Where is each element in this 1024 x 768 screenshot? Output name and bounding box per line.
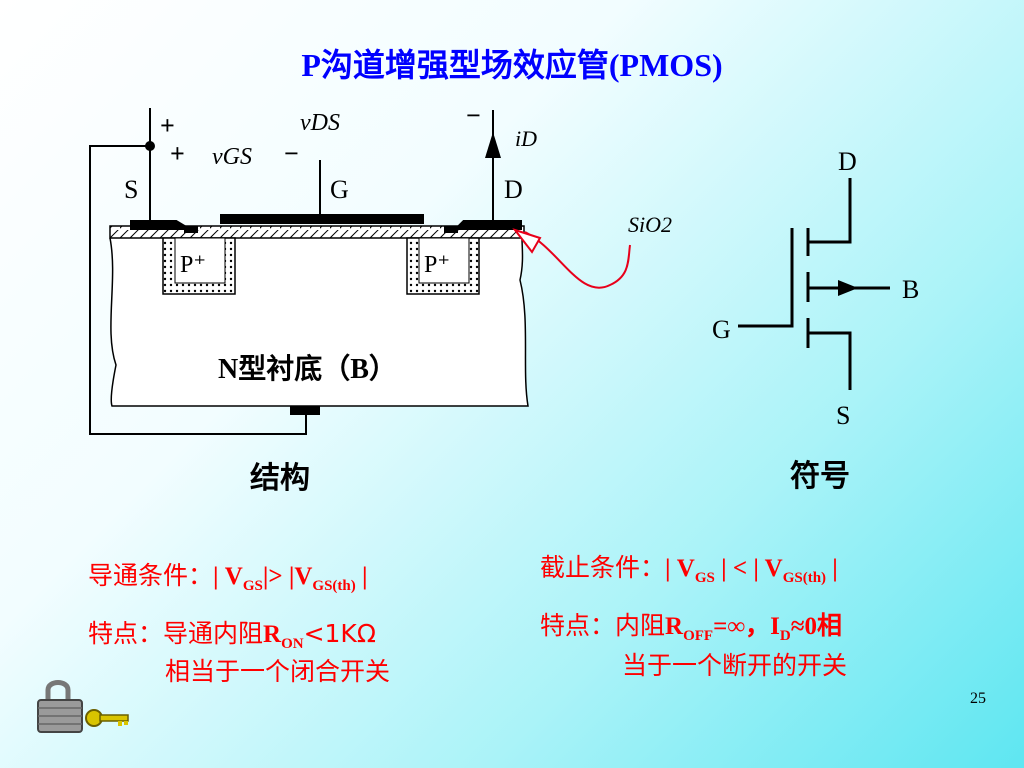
p-plus-left-label: P⁺	[180, 252, 206, 278]
symbol-d-label: D	[838, 147, 857, 176]
id-label: iD	[515, 126, 537, 151]
cutoff-feature-line2: 当于一个断开的开关	[622, 651, 848, 680]
cutoff-feature: 特点：内阻ROFF=∞，ID≈0相	[540, 611, 842, 644]
padlock-key-icon	[37, 680, 129, 733]
substrate-contact	[290, 406, 320, 415]
minus-vgs: −	[284, 139, 299, 168]
gate-electrode	[220, 214, 424, 224]
source-label: S	[124, 175, 138, 204]
conduction-condition: 导通条件：| VGS|> |VGS(th) |	[88, 561, 368, 594]
p-plus-right-label: P⁺	[424, 252, 450, 278]
substrate-label: N型衬底（B）	[218, 352, 397, 385]
source-contact	[130, 220, 194, 230]
page-number: 25	[970, 690, 986, 707]
plus-vgs: +	[170, 139, 185, 168]
conduction-feature: 特点：导通内阻RON<1KΩ	[88, 619, 376, 652]
slide-title: P沟道增强型场效应管(PMOS)	[301, 47, 723, 83]
vds-label: vDS	[300, 110, 340, 136]
conduction-feature-line2: 相当于一个闭合开关	[165, 657, 391, 686]
drain-label: D	[504, 175, 523, 204]
cutoff-condition: 截止条件：| VGS | < | VGS(th) |	[540, 553, 838, 586]
pmos-symbol: D G S B 符号	[712, 147, 919, 493]
body-arrow-icon	[838, 280, 858, 296]
symbol-g-label: G	[712, 315, 731, 344]
id-current-arrow	[485, 132, 501, 158]
oxide-label: SiO2	[628, 212, 672, 237]
minus-top: −	[466, 101, 481, 130]
symbol-b-label: B	[902, 275, 919, 304]
pmos-structure-diagram: + + − − vGS vDS iD S G D P⁺ P⁺ SiO2 N型衬底…	[89, 101, 672, 495]
plus-top: +	[160, 111, 175, 140]
drain-contact	[453, 220, 522, 230]
symbol-s-label: S	[836, 401, 850, 430]
gate-label: G	[330, 175, 349, 204]
vgs-label: vGS	[212, 144, 252, 170]
structure-caption: 结构	[250, 462, 310, 495]
symbol-caption: 符号	[790, 460, 850, 493]
oxide-pointer-arrowhead	[512, 228, 542, 254]
